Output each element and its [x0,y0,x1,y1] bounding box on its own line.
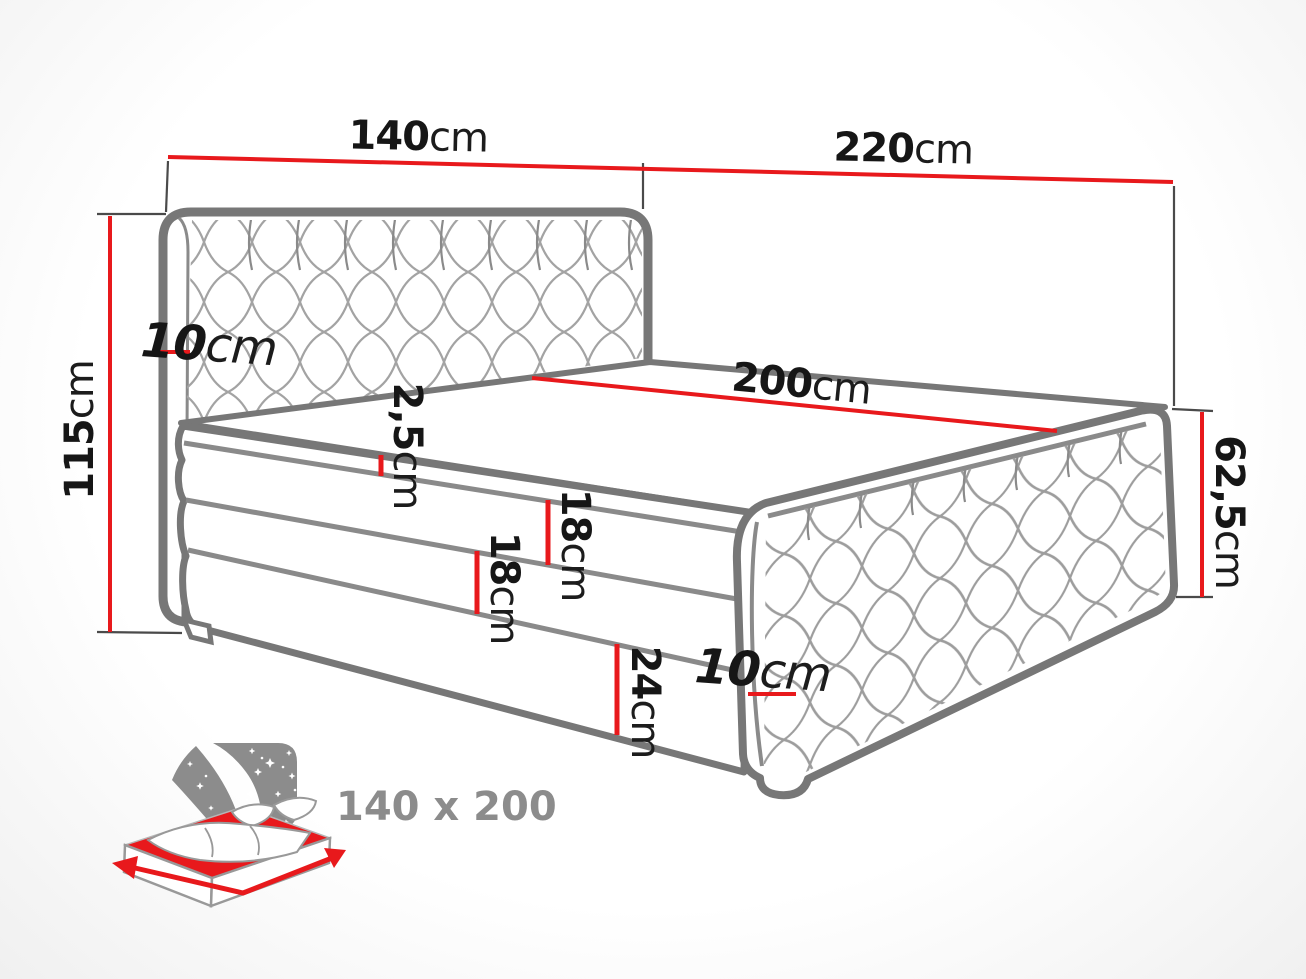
mini-bed-duvet [146,821,312,863]
mini-bed-pillow-right [272,796,318,822]
dim-label-foot-end-height: 62,5cm [1206,435,1252,589]
dimension-lines [108,155,1204,735]
arrow-lines [134,855,333,896]
mini-bed-duvet-folds [204,825,260,858]
dim-label-sleeping-length: 200cm [730,354,873,414]
size-badge: 140 x 200 [112,743,557,908]
bed-under-starry-night-icon [112,743,346,908]
dim-label-topper-height: 2,5cm [384,383,430,510]
dimension-labels: 140cm 220cm 115cm 10cm 200cm 2,5cm 18cm … [57,112,1252,758]
mini-bed [112,796,346,908]
dim-label-headboard-width: 140cm [348,112,488,161]
front-left-leg [179,616,214,646]
layer-line-box-bottom [187,547,747,676]
arrowhead-left-icon [112,856,138,879]
dim-line-width-length [167,155,1174,184]
size-badge-label: 140 x 200 [336,784,557,830]
dim-label-mattress-height: 18cm [552,489,598,602]
dim-line-sleeping-length [531,376,1058,433]
size-arrows [112,848,346,896]
ext-line-height-bottom [96,630,183,635]
dim-label-footboard-depth: 10cm [693,638,833,703]
arrowhead-right-icon [324,848,346,868]
dim-label-total-height: 115cm [57,360,103,499]
headboard-edge-roll-line [177,216,190,621]
dim-label-box-height: 18cm [481,532,527,645]
layer-line-topper-bottom [183,440,749,536]
layer-line-mattress-bottom [185,497,749,604]
extension-lines [96,160,1214,635]
ext-tick-headboard-left [164,160,170,213]
bed-front-face [174,422,752,776]
dim-label-base-height: 24cm [622,646,668,759]
mini-bed-pillow-left [230,803,276,828]
footboard-edge-roll-line [749,521,764,767]
footboard-top-piping [767,421,1147,519]
dim-label-headboard-depth: 10cm [139,312,279,377]
ext-line-foot-height-top [1171,407,1214,413]
night-swoosh-shape [172,746,244,884]
dim-label-total-length: 220cm [833,124,973,173]
